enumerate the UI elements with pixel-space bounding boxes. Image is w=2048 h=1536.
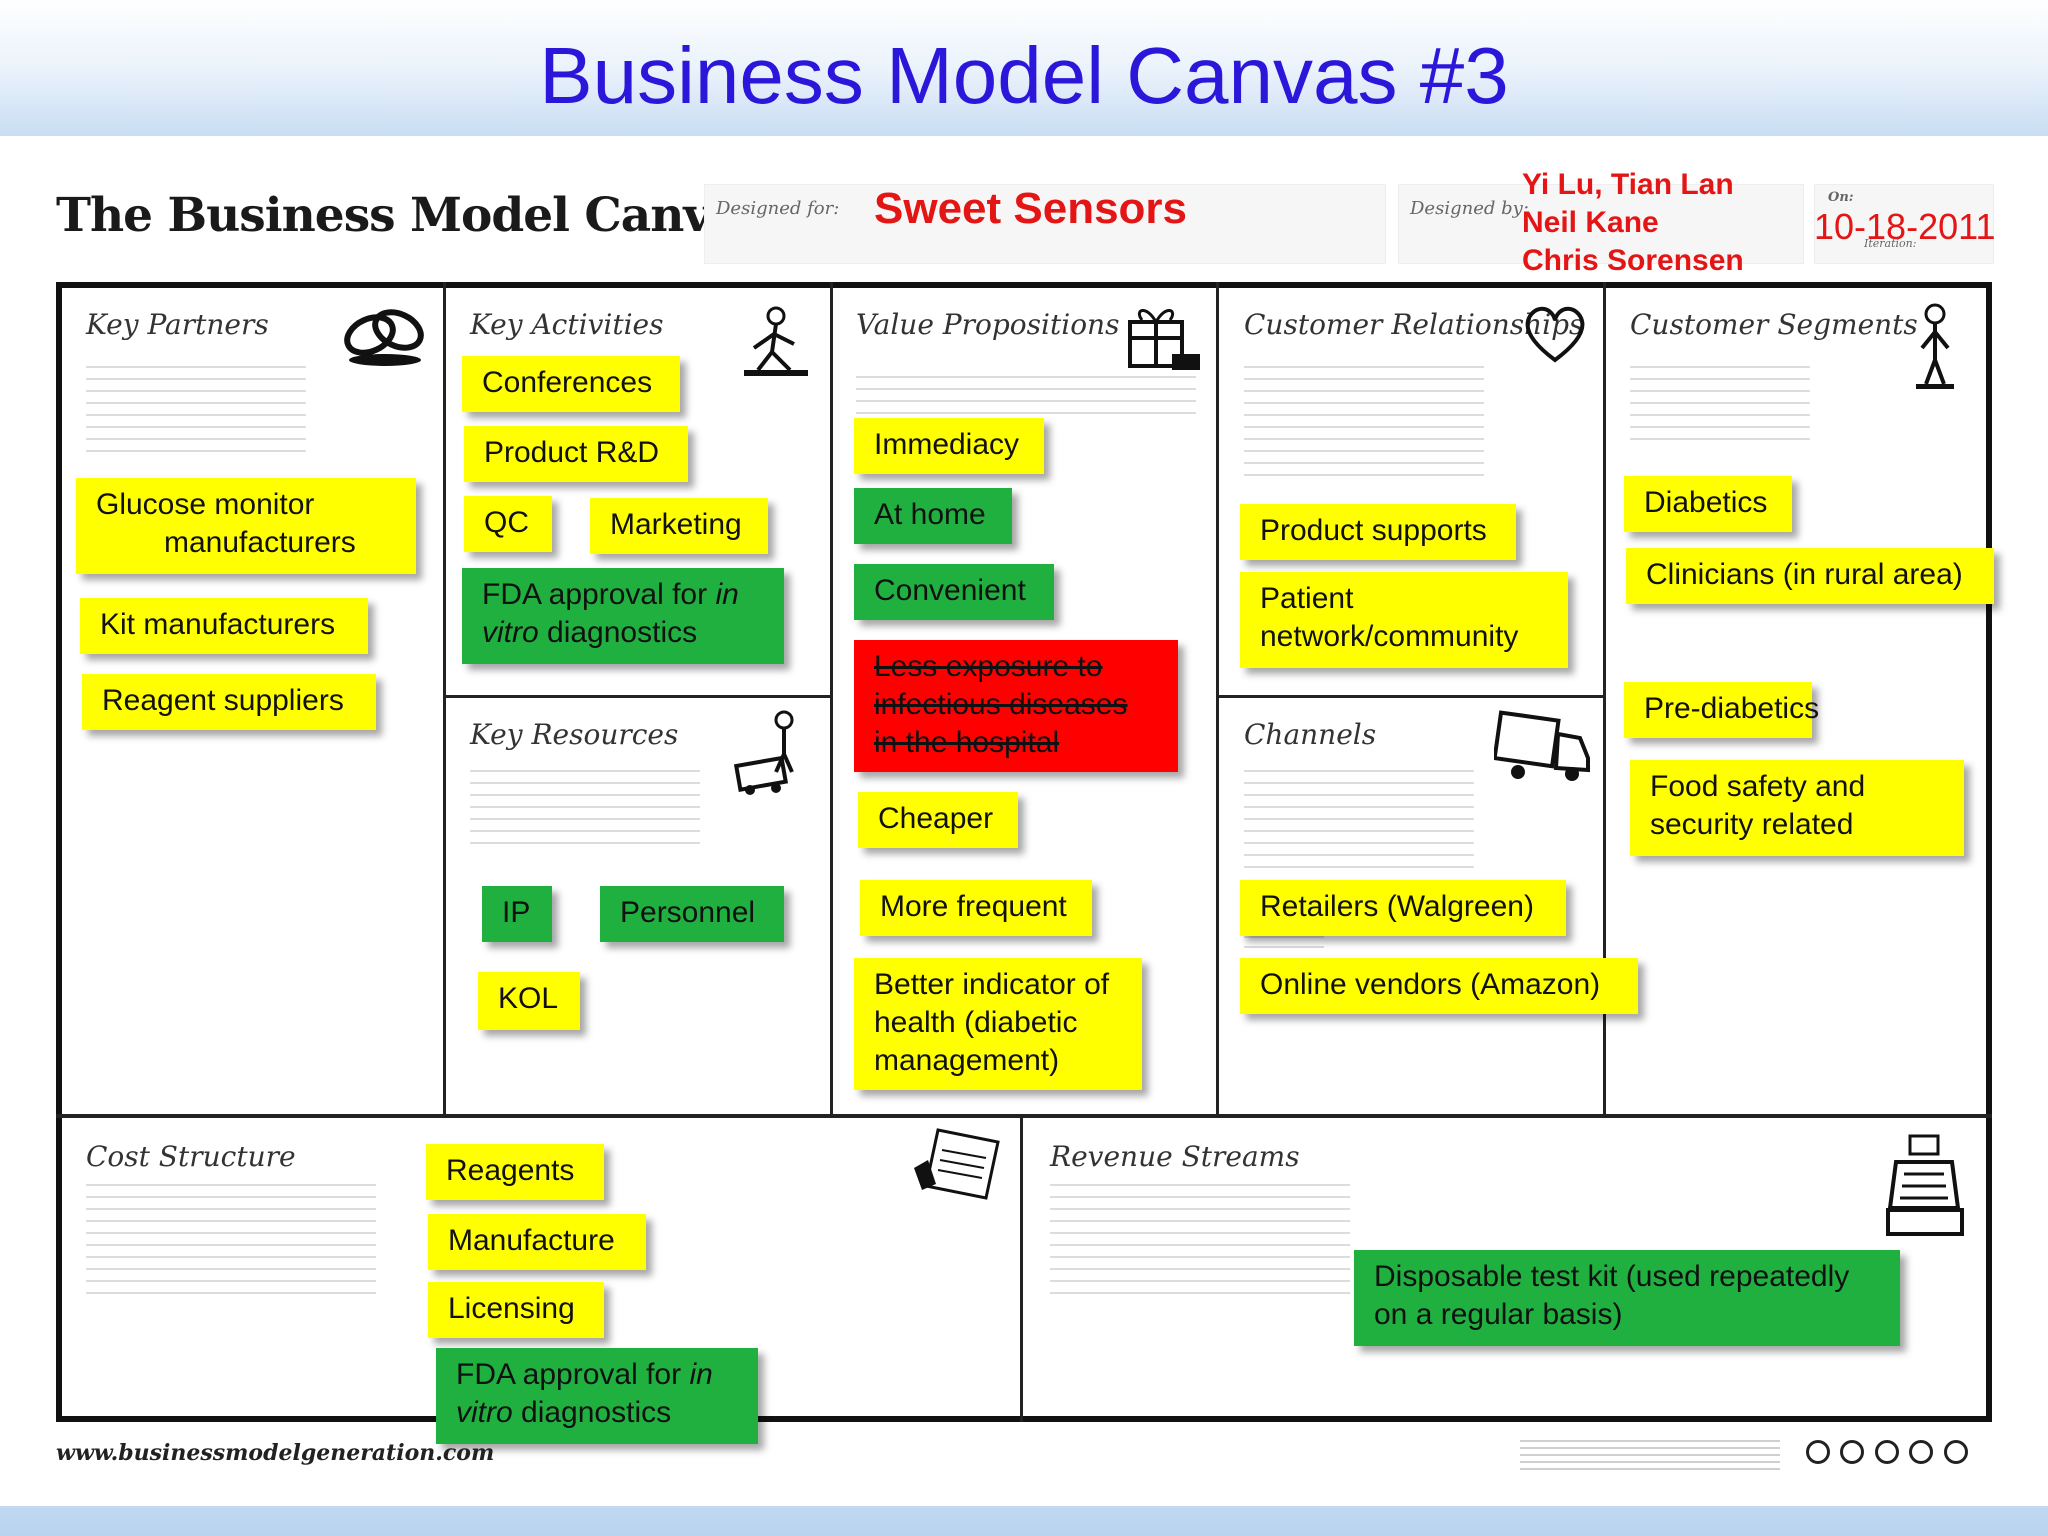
note-product-supports: Product supports [1240,504,1516,560]
license-fine-print [1520,1440,1780,1470]
license-icons [1800,1440,1968,1469]
section-title-key-partners: Key Partners [86,308,269,341]
note-cheaper: Cheaper [858,792,1018,848]
faint-prompt-lines [1244,366,1484,486]
iteration-label: Iteration: [1864,237,1917,250]
slide-title: Business Model Canvas #3 [539,31,1509,120]
faint-prompt-lines [1244,936,1324,956]
designed-for-value: Sweet Sensors [874,184,1188,233]
note-pre-diabetics: Pre-diabetics [1624,682,1819,738]
note-clinicians: Clinicians (in rural area) [1626,548,1994,604]
note-better-indicator: Better indicator of health (diabetic man… [854,958,1142,1090]
gift-icon [1116,298,1206,378]
section-title-customer-segments: Customer Segments [1630,308,1918,341]
remix-icon [1909,1440,1934,1464]
divider [443,695,833,698]
note-ip: IP [482,886,552,942]
section-title-key-resources: Key Resources [470,718,679,751]
faint-prompt-lines [1050,1184,1350,1304]
designers-list: Yi Lu, Tian Lan Neil Kane Chris Sorensen [1522,166,1744,280]
divider [1216,695,1606,698]
designer-line: Chris Sorensen [1522,244,1744,277]
date-box [1814,184,1994,264]
footer-url: www.businessmodelgeneration.com [56,1440,495,1466]
worker-icon [736,304,816,384]
divider [830,282,833,1118]
designer-line: Neil Kane [1522,206,1659,239]
designed-for-box [704,184,1386,264]
date-value: 10-18-2011 [1814,206,1996,247]
section-title-cost-structure: Cost Structure [86,1140,296,1173]
canvas-logo-text: The Business Model Canvas [56,188,766,243]
section-title-revenue-streams: Revenue Streams [1050,1140,1300,1173]
noncommercial-icon [1874,1440,1899,1464]
truck-icon [1494,706,1594,786]
designer-line: Yi Lu, Tian Lan [1522,168,1734,201]
cash-register-icon [1886,1132,1966,1242]
note-immediacy: Immediacy [854,418,1044,474]
divider [1216,282,1219,1118]
note-fda-approval-cost: FDA approval for in vitro diagnostics [436,1348,758,1444]
person-standing-icon [1910,302,1960,392]
designed-by-box [1398,184,1804,264]
note-personnel: Personnel [600,886,784,942]
note-food-safety: Food safety and security related [1630,760,1964,856]
note-manufacture: Manufacture [428,1214,646,1270]
section-title-channels: Channels [1244,718,1377,751]
divider [443,282,446,1118]
faint-prompt-lines [856,376,1196,416]
note-at-home: At home [854,488,1012,544]
note-reagents: Reagents [426,1144,604,1200]
heart-icon [1520,302,1590,366]
note-retailers: Retailers (Walgreen) [1240,880,1566,936]
note-more-frequent: More frequent [860,880,1092,936]
note-licensing: Licensing [428,1282,604,1338]
designed-by-label: Designed by: [1410,198,1529,219]
note-product-rd: Product R&D [464,426,688,482]
forklift-worker-icon [730,708,820,798]
note-conferences: Conferences [462,356,680,412]
divider [56,1114,1992,1118]
note-fda-approval-activities: FDA approval for in vitro diagnostics [462,568,784,664]
chain-links-icon [340,300,430,370]
price-tag-document-icon [908,1124,1008,1204]
note-marketing: Marketing [590,498,768,554]
note-qc: QC [464,496,552,552]
faint-prompt-lines [470,770,700,850]
designed-for-label: Designed for: [716,198,840,219]
section-title-key-activities: Key Activities [470,308,664,341]
divider [1603,282,1606,1118]
note-less-exposure: Less exposure to infectious diseases in … [854,640,1178,772]
faint-prompt-lines [86,366,306,456]
on-label: On: [1828,190,1854,205]
section-title-value-propositions: Value Propositions [856,308,1120,341]
faint-prompt-lines [1244,770,1474,870]
note-disposable-test-kit: Disposable test kit (used repeatedly on … [1354,1250,1900,1346]
divider [1020,1114,1023,1422]
note-online-vendors: Online vendors (Amazon) [1240,958,1638,1014]
note-kol: KOL [478,972,580,1030]
cc-icon [1806,1440,1830,1464]
faint-prompt-lines [1630,366,1810,440]
note-convenient: Convenient [854,564,1054,620]
share-icon [1840,1440,1865,1464]
note-diabetics: Diabetics [1624,476,1792,532]
attribution-icon [1943,1440,1968,1464]
note-patient-network: Patient network/community [1240,572,1568,668]
note-reagent-suppliers: Reagent suppliers [82,674,376,730]
note-glucose-monitor-manufacturers: Glucose monitor manufacturers [76,478,416,574]
faint-prompt-lines [86,1184,376,1294]
canvas-grid [56,282,1992,1422]
note-kit-manufacturers: Kit manufacturers [80,598,368,654]
